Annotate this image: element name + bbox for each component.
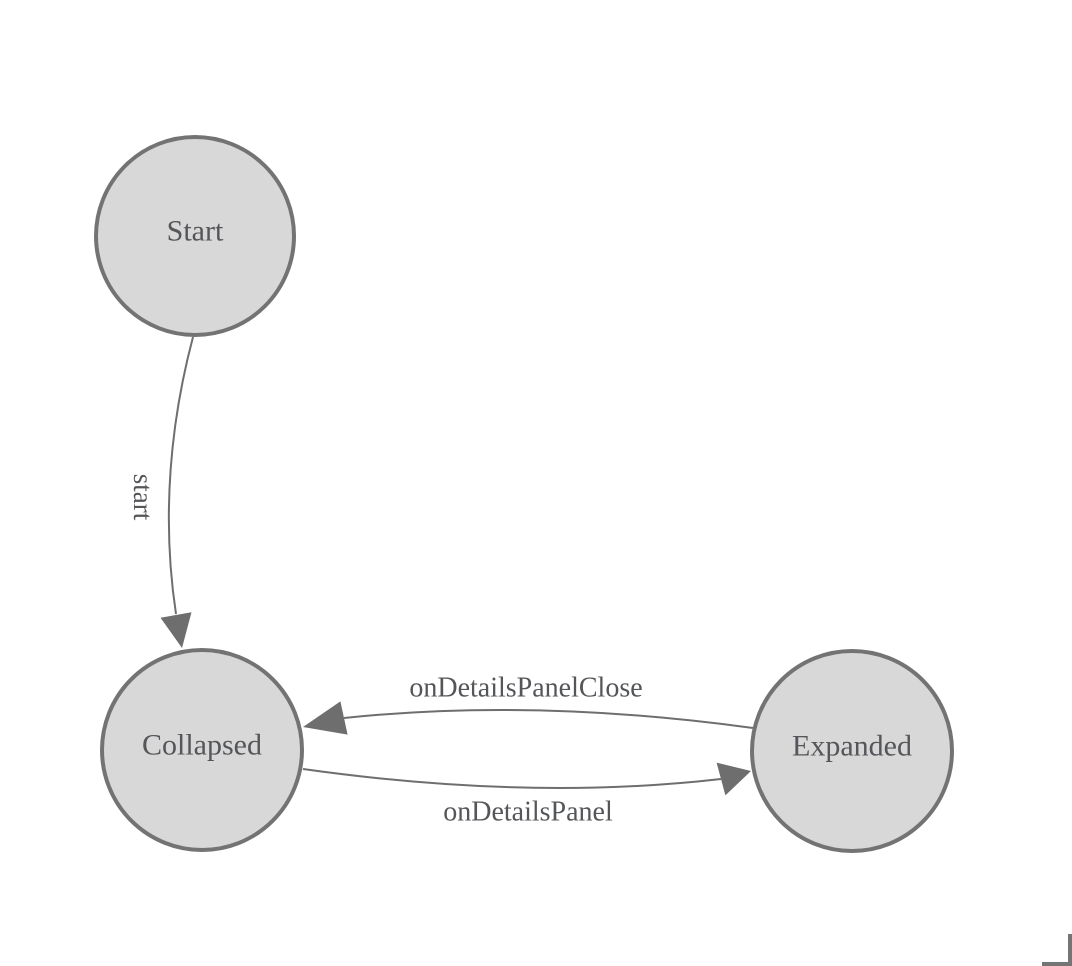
arrowhead-ondetailspanelclose-icon (303, 701, 348, 735)
edge-label-ondetailspanelclose: onDetailsPanelClose (409, 673, 642, 704)
transition-start-to-collapsed[interactable]: start (128, 336, 194, 648)
scrollbar-corner-vertical-bar (1068, 934, 1072, 966)
edge-line-start[interactable] (167, 336, 194, 615)
arrowhead-start-icon (160, 612, 192, 648)
transition-expanded-to-collapsed[interactable]: onDetailsPanelClose (303, 673, 754, 735)
edge-line-ondetailspanel[interactable] (302, 768, 722, 789)
state-node-start-label: Start (167, 215, 224, 248)
state-node-collapsed[interactable]: Collapsed (100, 648, 304, 852)
state-node-expanded-label: Expanded (792, 730, 912, 763)
state-node-start[interactable]: Start (94, 135, 296, 337)
edge-label-start: start (128, 474, 158, 521)
scrollbar-corner-mark (1042, 934, 1072, 966)
state-node-collapsed-label: Collapsed (142, 729, 262, 762)
arrowhead-ondetailspanel-icon (716, 762, 751, 796)
scrollbar-corner-horizontal-bar (1042, 962, 1072, 966)
state-node-collapsed-circle[interactable] (100, 648, 304, 852)
transition-collapsed-to-expanded[interactable]: onDetailsPanel (302, 762, 751, 828)
state-node-expanded[interactable]: Expanded (750, 649, 954, 853)
edge-label-ondetailspanel: onDetailsPanel (443, 797, 613, 828)
state-node-expanded-circle[interactable] (750, 649, 954, 853)
edge-line-ondetailspanelclose[interactable] (343, 709, 754, 729)
state-node-start-circle[interactable] (94, 135, 296, 337)
